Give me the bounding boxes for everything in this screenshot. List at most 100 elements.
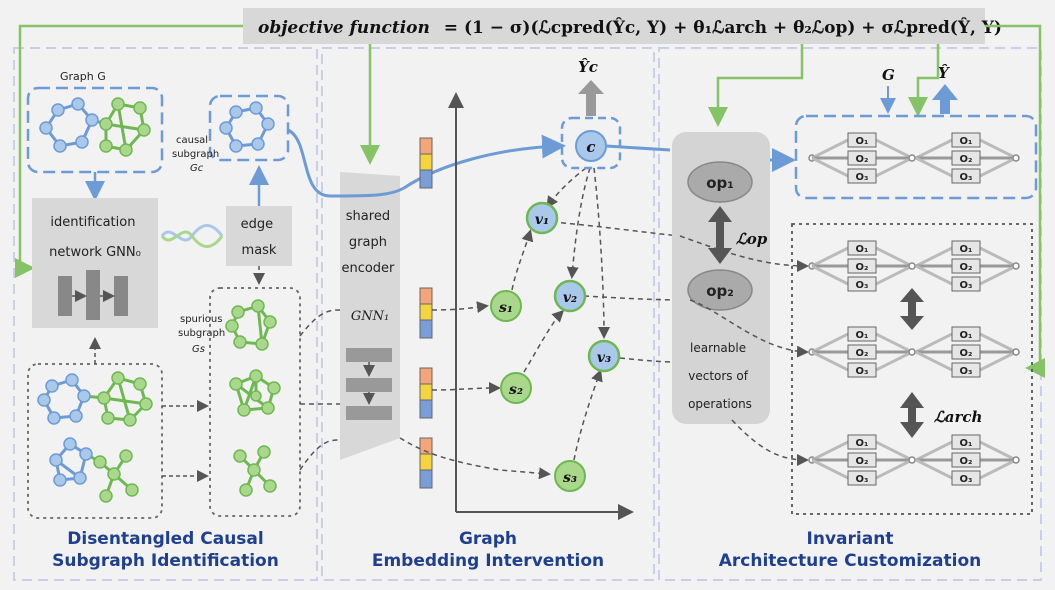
operation-label: O₃ [960,172,973,183]
operation-label: O₂ [856,262,869,273]
operation-box [847,362,877,378]
loss-arch-label: ℒarch [934,408,982,426]
spurious-label-1: spurious [180,314,222,325]
svg-text:s₃: s₃ [563,470,577,486]
causal-subgraph-graph [219,101,275,153]
yhat-output-label: Ŷ [938,64,950,82]
svg-text:op₂: op₂ [706,282,734,300]
middle-section-title: Graph Embedding Intervention [322,528,654,572]
operation-box [847,258,877,274]
operation-box [847,132,877,148]
middle-title-line-1: Graph [458,529,518,549]
svg-text:spurious subgraph Gs: spurious subgraph Gs [178,314,228,355]
graph-g-label: Graph G [60,70,106,83]
edge-mask-box [226,206,292,266]
op1-node: op₁ [687,161,753,203]
svg-text:v₃: v₃ [597,350,611,366]
intervened-architectures-box [791,223,1033,515]
operation-label: O₂ [960,154,973,165]
encoder-label-1: shared [346,209,390,224]
encoder-layers-icon [346,348,392,420]
operation-label: O₁ [856,330,869,341]
s3-node: s₃ [554,460,586,492]
operation-box [951,470,981,486]
operation-label: O₃ [856,474,869,485]
operation-box [951,258,981,274]
operation-box [951,434,981,450]
svg-text:edge mask: edge mask [241,217,278,258]
operation-label: O₁ [960,136,973,147]
operation-label: O₁ [960,330,973,341]
operation-label: O₂ [856,456,869,467]
svg-text:identification network GNN: identification network GNN₀ [49,215,141,260]
operation-box [951,326,981,342]
architecture-cells: O₁O₂O₃O₁O₂O₃O₁O₂O₃O₁O₂O₃O₁O₂O₃O₁O₂O₃O₁O₂… [808,132,1020,486]
svg-text:v₁: v₁ [535,212,549,228]
right-title-line-2: Architecture Customization [718,551,982,571]
operation-box [951,452,981,468]
operation-label: O₁ [960,438,973,449]
spurious-label-2: subgraph [178,328,225,339]
objective-lhs: objective function [258,18,430,38]
svg-text:shared graph encoder: shared graph encoder GNN₁ [341,209,398,324]
operation-box [951,150,981,166]
svg-text:causal subgraph Gc: causal subgraph Gc [172,135,222,174]
mixed-graphs [37,371,153,503]
causal-architecture-box [794,114,1038,200]
edge-mask-label-2: mask [242,243,277,258]
c-node-box [560,116,622,170]
svg-text:c: c [586,138,595,156]
causal-label-2: subgraph [172,149,219,160]
operation-box [847,276,877,292]
left-section-title: Disentangled Causal Subgraph Identificat… [14,528,317,572]
operation-box [951,362,981,378]
operation-box [847,326,877,342]
v2-node: v₂ [553,279,587,313]
middle-title-line-2: Embedding Intervention [371,551,605,571]
operation-box [847,150,877,166]
arch-double-arrow-2 [900,392,924,438]
operation-box [847,168,877,184]
operation-label: O₁ [960,244,973,255]
c-node: c [575,130,607,162]
s2-node: s₂ [500,372,532,404]
svg-text:s₂: s₂ [509,382,523,398]
left-title-line-2: Subgraph Identification [52,551,279,571]
operation-label: O₁ [856,244,869,255]
v1-node: v₁ [525,201,559,235]
right-title-line-1: Invariant [806,529,894,549]
operation-label: O₂ [960,456,973,467]
operation-box [951,240,981,256]
operation-box [847,434,877,450]
operation-label: O₃ [856,172,869,183]
learnable-label-3: operations [688,397,752,411]
svg-text:v₂: v₂ [563,290,577,306]
operation-box [847,240,877,256]
operation-label: O₃ [960,366,973,377]
graph-g [39,97,151,157]
causal-label-3: Gc [190,163,204,174]
operation-box [951,276,981,292]
operation-label: O₂ [960,348,973,359]
spurious-samples-box [209,287,301,517]
op2-node: op₂ [687,269,753,311]
identification-network-icon [58,270,128,320]
operation-box [951,168,981,184]
edge-mask-label-1: edge [241,217,274,232]
embedding-vectors [419,137,433,489]
operation-box [847,344,877,360]
operation-label: O₃ [856,280,869,291]
encoder-label-2: graph [349,235,387,250]
yhat-output-arrow [932,84,958,114]
causal-subgraph-box [208,94,290,162]
yc-output-arrow [578,80,604,116]
helix-decoration [160,224,224,248]
svg-text:learnable vectors of o: learnable vectors of operations [688,341,752,411]
operation-box [847,452,877,468]
svg-text:s₁: s₁ [499,300,513,316]
right-section-title: Invariant Architecture Customization [659,528,1041,572]
